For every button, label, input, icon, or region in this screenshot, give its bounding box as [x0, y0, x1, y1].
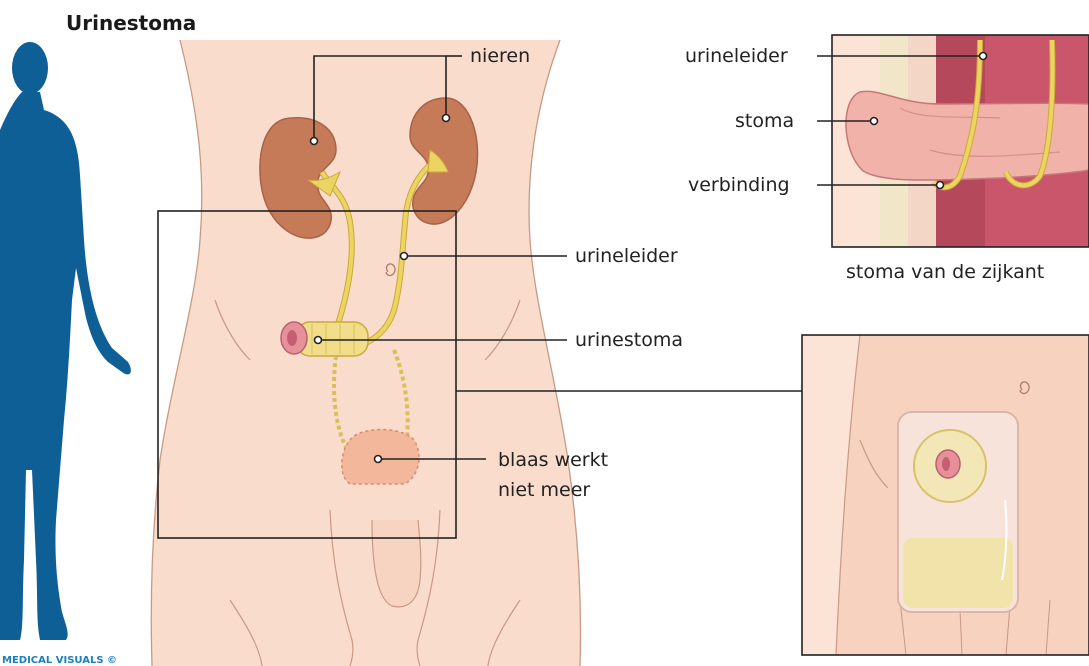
human-silhouette — [0, 42, 131, 640]
credit-medical-visuals: MEDICAL VISUALS © — [2, 655, 117, 666]
caption-side-view: stoma van de zijkant — [846, 261, 1044, 283]
side-view-inset — [832, 35, 1089, 247]
label-blaas-line1: blaas werkt — [498, 449, 608, 471]
label-urineleider: urineleider — [575, 245, 678, 267]
label-urinestoma: urinestoma — [575, 329, 683, 351]
label-stoma: stoma — [735, 110, 794, 132]
torso — [151, 40, 580, 666]
label-verbinding: verbinding — [688, 174, 790, 196]
label-blaas-line2: niet meer — [498, 479, 590, 501]
pouch-inset — [802, 335, 1089, 655]
label-nieren: nieren — [470, 45, 530, 67]
label-urineleider-side: urineleider — [685, 45, 788, 67]
diagram-title: Urinestoma — [66, 11, 196, 35]
